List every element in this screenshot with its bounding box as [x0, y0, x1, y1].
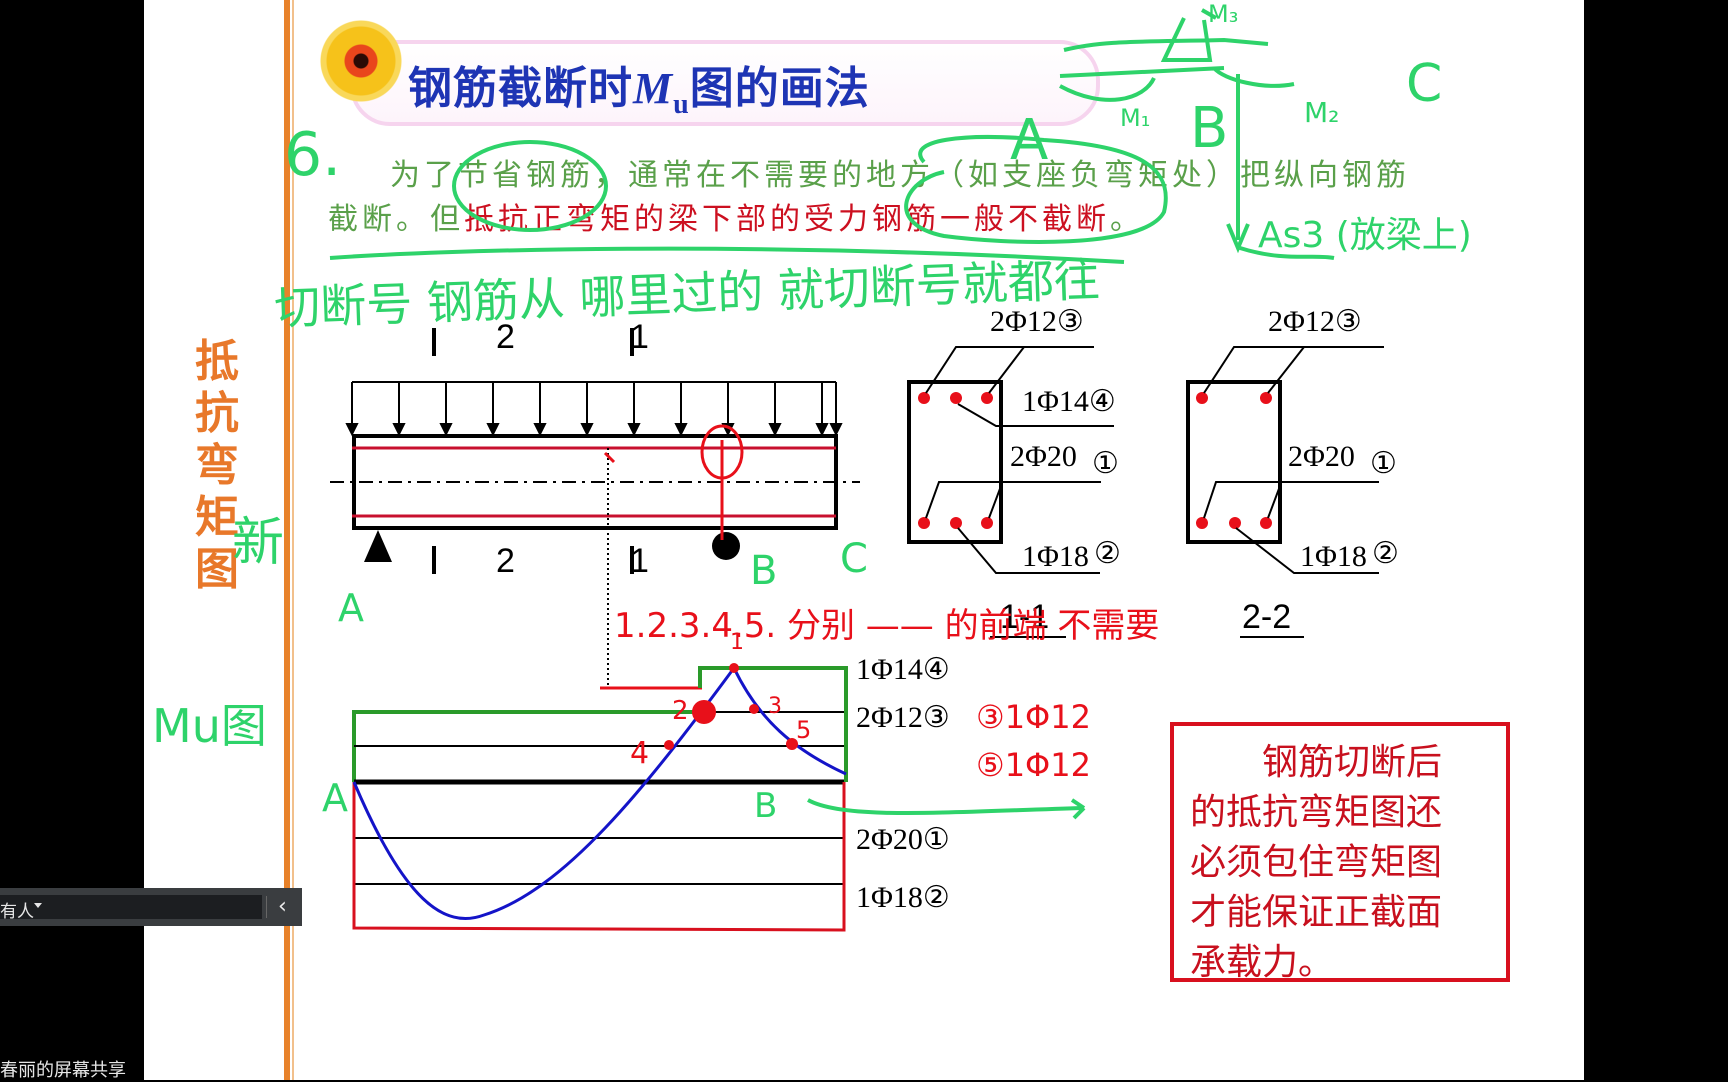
note-line: 必须包住弯矩图 — [1190, 842, 1443, 883]
mu-label-2phi20: 2Φ20① — [856, 823, 950, 856]
distributed-load-arrows — [345, 381, 843, 437]
slide-orange-divider-light — [292, 0, 294, 1080]
sec1-bottom-bars-label: 2Φ20 — [1010, 440, 1077, 473]
annotation-b-label-mu: B — [754, 786, 778, 826]
annotation-b-label-top: B — [1190, 96, 1229, 161]
title-prefix: 钢筋截断时 — [408, 63, 633, 114]
title-suffix: 图的画法 — [689, 63, 870, 114]
title-banner — [350, 40, 1100, 126]
annotation-number: 6. — [284, 120, 342, 190]
mu-label-2phi12: 2Φ12③ — [856, 701, 950, 734]
screen-share-caption: 春丽的屏幕共享 — [0, 1060, 126, 1081]
point-label-3: 3 — [768, 694, 782, 719]
toolbar-divider — [266, 896, 267, 918]
annotation-points-note: 1.2.3.4.5. 分别 —— 的前端 不需要 — [614, 606, 1160, 646]
sec1-caption: 1-1 — [1000, 598, 1050, 636]
point-label-1: 1 — [730, 630, 744, 655]
side-title: 抵 抗 弯 矩 图 — [192, 336, 242, 596]
title-subscript: u — [673, 88, 690, 120]
point-label-2: 2 — [672, 696, 689, 726]
annotation-new: 新 — [232, 513, 285, 573]
collapse-chevron-icon[interactable]: ‹ — [278, 894, 287, 919]
side-title-char: 抵 — [195, 336, 239, 387]
note-line: 钢筋切断后 — [1262, 742, 1443, 783]
annotation-m1: M₁ — [1120, 104, 1151, 132]
presentation-slide: 抵 抗 弯 矩 图 钢筋截断时Mu图的画法 为了节省钢筋，通常在不需要的地方（如… — [144, 0, 1584, 1080]
annotation-rebar-5: ⑤1Φ12 — [976, 746, 1091, 784]
section-1-bottom-label: 1 — [630, 542, 649, 580]
note-box: 钢筋切断后 的抵抗弯矩图还 必须包住弯矩图 才能保证正截面 承载力。 — [1170, 722, 1510, 983]
beam-drawing — [329, 8, 1384, 932]
mu-diagram — [352, 663, 848, 932]
annotation-rebar-3: ③1Φ12 — [976, 698, 1091, 736]
sec1-top-bars-label: 2Φ12③ — [990, 305, 1084, 338]
annotation-b-label: B — [750, 548, 778, 594]
title-symbol: M — [633, 64, 674, 113]
side-title-char: 矩 — [195, 492, 239, 543]
section-1-1 — [907, 346, 1114, 638]
mu-label-1phi14: 1Φ14④ — [856, 653, 950, 686]
moment-curve — [352, 665, 847, 920]
annotation-a-label: A — [338, 586, 364, 630]
annotation-a-label-top: A — [1010, 108, 1049, 173]
annotation-m2: M₂ — [1304, 96, 1340, 129]
side-title-char: 抗 — [195, 388, 239, 439]
pin-support-icon — [364, 530, 392, 562]
annotation-as3: As3 (放梁上) — [1258, 215, 1472, 256]
sec1-bottom-mid-label: 1Φ18 — [1022, 540, 1089, 573]
paragraph-line-2: 截断。但抵抗正弯矩的梁下部的受力钢筋一般不截断。 — [328, 194, 1144, 238]
slide-orange-divider — [284, 0, 290, 1080]
mu-label-1phi18: 1Φ18② — [856, 881, 950, 914]
sec2-top-bars-label: 2Φ12③ — [1268, 305, 1362, 338]
sec1-mid-bar-label: 1Φ14④ — [1022, 385, 1116, 418]
flower-icon — [320, 20, 402, 102]
section-1-top-label: 1 — [630, 318, 649, 356]
note-line: 才能保证正截面 — [1190, 892, 1443, 933]
paragraph-red-part: 抵抗正弯矩的梁下部的受力钢筋一般不截断 — [464, 202, 1110, 237]
sec2-bottom-bars-label: 2Φ20 — [1288, 440, 1355, 473]
paragraph-green-part: 截断。但 — [328, 202, 464, 237]
caret-down-icon — [34, 903, 42, 908]
section-2-2 — [1186, 346, 1384, 638]
section-2-bottom-label: 2 — [496, 542, 515, 580]
viewer-selector[interactable]: 有人 — [0, 895, 262, 922]
annotation-c-label-top: C — [1406, 54, 1443, 114]
viewer-label: 有人 — [0, 902, 34, 922]
slide-title: 钢筋截断时Mu图的画法 — [408, 52, 870, 121]
annotation-c-label: C — [840, 536, 868, 582]
sec2-bottom-mid-label: 1Φ18 — [1300, 540, 1367, 573]
roller-support-icon — [712, 532, 740, 560]
green-ink-annotations — [329, 8, 1335, 820]
side-title-char: 弯 — [195, 440, 239, 491]
sec2-caption: 2-2 — [1242, 598, 1292, 636]
annotation-m3: M₃ — [1208, 0, 1239, 28]
note-line: 承载力。 — [1190, 942, 1335, 983]
sec1-bottom-bars-mark: ① — [1092, 447, 1119, 480]
sec2-bottom-mid-mark: ② — [1372, 537, 1399, 570]
point-label-5: 5 — [796, 716, 812, 744]
sec2-bottom-bars-mark: ① — [1370, 447, 1397, 480]
point-label-4: 4 — [630, 736, 650, 771]
sec1-bottom-mid-mark: ② — [1094, 537, 1121, 570]
annotation-mu-label: Mu图 — [152, 699, 267, 753]
note-line: 的抵抗弯矩图还 — [1190, 792, 1443, 833]
side-title-char: 图 — [195, 544, 239, 595]
section-2-top-label: 2 — [496, 318, 515, 356]
screen-share-toolbar: 有人 ‹ — [0, 888, 302, 926]
annotation-a-label-mu: A — [322, 776, 348, 820]
